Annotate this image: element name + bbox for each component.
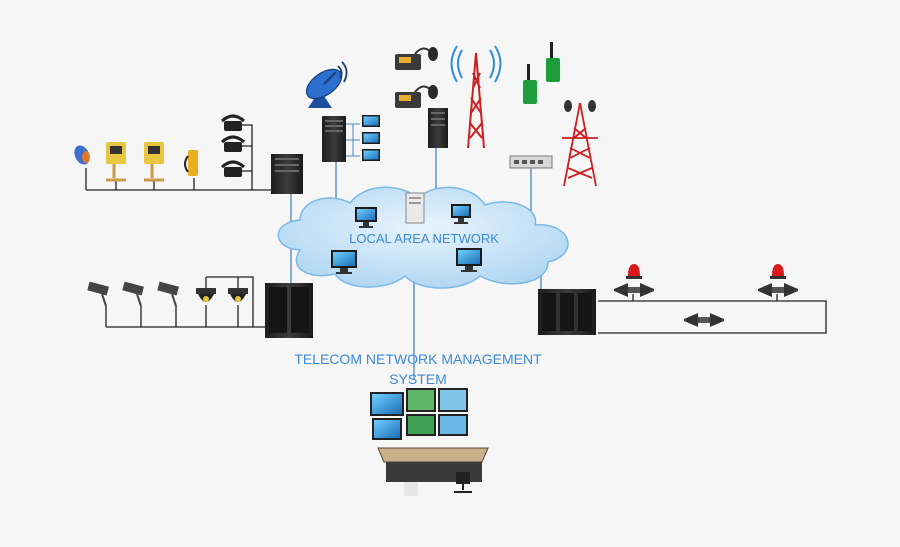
loudspeaker-icon xyxy=(614,283,798,327)
cloud-computer-2 xyxy=(451,204,471,224)
intercom-icon xyxy=(144,142,164,182)
lan-label: LOCAL AREA NETWORK xyxy=(349,231,499,246)
marine-radio-icon xyxy=(395,47,438,108)
siren-icon xyxy=(626,264,786,279)
dome-camera-icon xyxy=(196,288,248,302)
server-rack-icon xyxy=(538,289,596,335)
server-rack-icon xyxy=(428,108,448,148)
control-desk-icon xyxy=(370,388,489,496)
tnms-label-line1: TELECOM NETWORK MANAGEMENT xyxy=(294,351,542,367)
cctv-camera-icon xyxy=(87,281,179,307)
telephone-icon xyxy=(220,114,246,177)
network-switch-icon xyxy=(509,155,553,169)
monitor-icon xyxy=(346,115,380,161)
telecom-tower-icon xyxy=(450,45,502,149)
intercom-icon xyxy=(184,150,198,176)
tnms-label-line2: SYSTEM xyxy=(389,371,447,387)
intercom-icon xyxy=(106,142,126,182)
satellite-dish-icon xyxy=(305,61,348,108)
cloud-computer-3 xyxy=(331,250,357,274)
telecom-tower-icon xyxy=(562,100,598,187)
walkie-talkie-icon xyxy=(523,42,560,104)
intercom-icon xyxy=(74,145,90,165)
server-rack-icon xyxy=(271,154,303,194)
server-rack-icon xyxy=(265,283,313,338)
cloud-server-tower xyxy=(405,192,425,224)
cloud-computer-1 xyxy=(355,207,377,228)
server-rack-icon xyxy=(322,116,346,162)
cloud-computer-4 xyxy=(456,248,482,272)
wires xyxy=(85,124,827,380)
